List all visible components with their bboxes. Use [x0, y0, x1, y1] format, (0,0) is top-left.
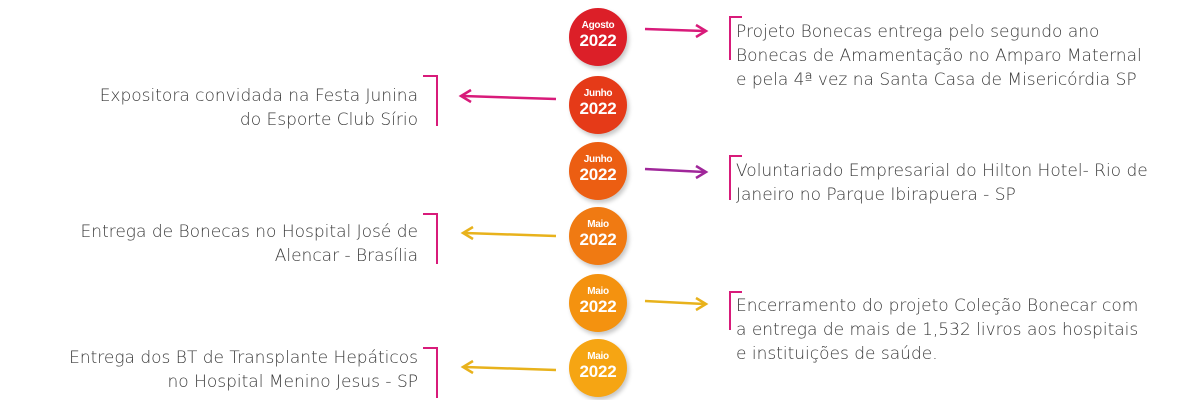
event-description: Encerramento do projeto Coleção Bonecar …: [736, 294, 1138, 366]
bracket-accent: [729, 291, 742, 330]
connector-arrow: [458, 88, 557, 104]
event-description: Entrega dos BT de Transplante Hepáticos …: [69, 346, 418, 394]
badge-month: Maio: [587, 351, 609, 362]
event-line: Entrega de Bonecas no Hospital José de: [80, 222, 418, 242]
event-description: Entrega de Bonecas no Hospital José de A…: [81, 220, 418, 268]
badge-month: Maio: [587, 219, 609, 230]
badge-month: Junho: [583, 88, 613, 99]
event-description: Expositora convidada na Festa Junina do …: [100, 84, 418, 132]
badge-month: Junho: [583, 154, 613, 165]
bracket-accent: [423, 213, 438, 264]
date-badge: Junho 2022: [569, 142, 627, 200]
connector-arrow: [460, 225, 557, 241]
event-line: Voluntariado Empresarial do Hilton Hotel…: [736, 161, 1148, 181]
badge-month: Maio: [587, 286, 609, 297]
bracket-accent: [423, 75, 438, 126]
event-description: Voluntariado Empresarial do Hilton Hotel…: [736, 159, 1148, 207]
bracket-accent: [729, 16, 742, 60]
event-line: a entrega de mais de 1,532 livros aos ho…: [736, 320, 1139, 340]
connector-arrow: [644, 296, 709, 312]
event-line: e pela 4ª vez na Santa Casa de Misericór…: [736, 70, 1137, 90]
badge-year: 2022: [579, 31, 617, 50]
badge-year: 2022: [579, 165, 617, 184]
date-badge: Maio 2022: [569, 339, 627, 397]
event-line: do Esporte Club Sírio: [239, 110, 418, 130]
connector-arrow: [644, 164, 709, 180]
event-line: Entrega dos BT de Transplante Hepáticos: [69, 348, 418, 368]
bracket-accent: [423, 347, 438, 398]
event-line: Alencar - Brasília: [274, 246, 418, 266]
date-badge: Maio 2022: [569, 207, 627, 265]
date-badge: Maio 2022: [569, 274, 627, 332]
event-line: Bonecas de Amamentação no Amparo Materna…: [736, 46, 1142, 66]
connector-arrow: [644, 23, 709, 39]
connector-arrow: [460, 359, 557, 375]
badge-year: 2022: [579, 230, 617, 249]
event-description: Projeto Bonecas entrega pelo segundo ano…: [736, 20, 1142, 92]
date-badge: Junho 2022: [569, 76, 627, 134]
event-line: e instituições de saúde.: [736, 344, 938, 364]
date-badge: Agosto 2022: [569, 8, 627, 66]
event-line: Projeto Bonecas entrega pelo segundo ano: [736, 22, 1100, 42]
bracket-accent: [729, 155, 742, 200]
badge-year: 2022: [579, 297, 617, 316]
badge-month: Agosto: [581, 20, 615, 31]
badge-year: 2022: [579, 362, 617, 381]
event-line: no Hospital Menino Jesus - SP: [167, 372, 419, 392]
event-line: Expositora convidada na Festa Junina: [99, 86, 418, 106]
event-line: Janeiro no Parque Ibirapuera - SP: [736, 185, 1016, 205]
badge-year: 2022: [579, 99, 617, 118]
event-line: Encerramento do projeto Coleção Bonecar …: [736, 296, 1139, 316]
